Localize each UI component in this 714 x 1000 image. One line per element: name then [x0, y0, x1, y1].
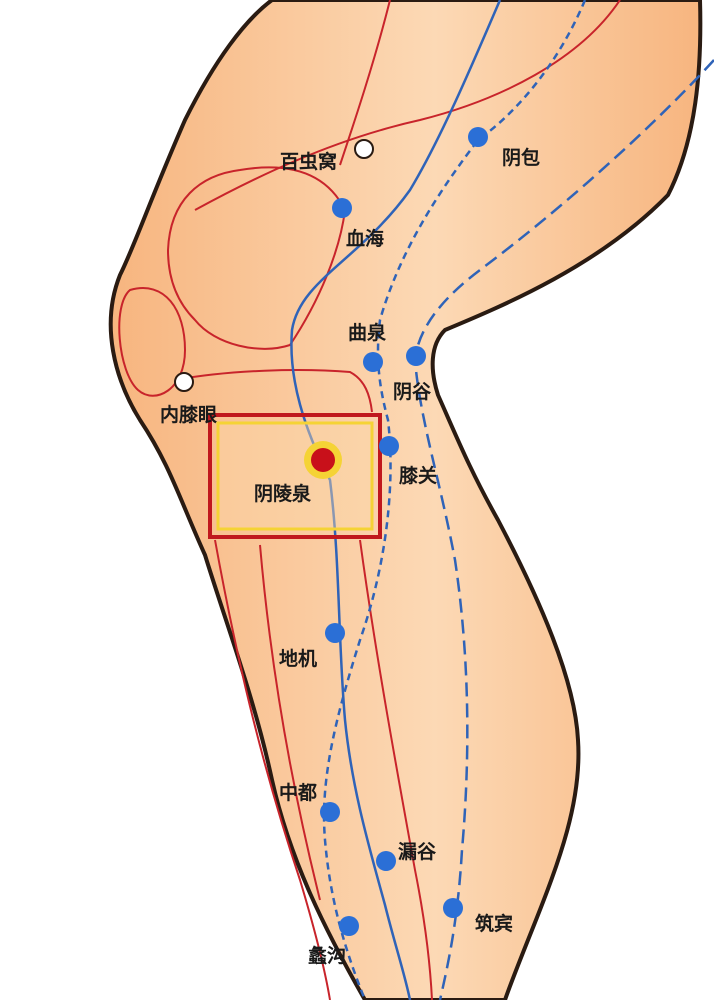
label-ligou: 蠡沟 — [308, 944, 346, 967]
point-ququan — [363, 352, 383, 372]
thigh-contour-line — [194, 0, 621, 211]
thigh-muscle-outline — [166, 166, 347, 350]
point-xuehai — [332, 198, 352, 218]
label-xiguan: 膝关 — [399, 464, 437, 487]
kidney-meridian-line — [322, 0, 587, 1000]
tibia-line-outer — [214, 539, 331, 1000]
label-zhongdu: 中都 — [279, 781, 317, 804]
kneecap-outline — [118, 287, 187, 397]
highlight-box-inner — [216, 421, 374, 531]
point-zhongdu — [320, 802, 340, 822]
femur-line — [339, 0, 391, 166]
label-yingu: 阴谷 — [393, 381, 432, 403]
point-lougu — [376, 851, 396, 871]
point-baichongwo — [354, 139, 374, 159]
point-neixiyan — [174, 372, 194, 392]
kneecap-cap-line — [174, 369, 373, 413]
label-diji: 地机 — [279, 647, 317, 670]
point-zhubin — [443, 898, 463, 918]
tibia-line-inner — [359, 539, 433, 1000]
label-yinbao: 阴包 — [502, 146, 540, 169]
label-yinlingquan: 阴陵泉 — [254, 482, 312, 505]
point-yinlingquan — [311, 448, 335, 472]
label-lougu: 漏谷 — [398, 841, 437, 863]
point-diji — [325, 623, 345, 643]
highlight-box-outer — [208, 413, 382, 539]
point-xiguan — [379, 436, 399, 456]
point-yinbao — [468, 127, 488, 147]
point-ligou — [339, 916, 359, 936]
label-zhubin: 筑宾 — [475, 912, 513, 935]
label-neixiyan: 内膝眼 — [160, 403, 217, 426]
leg-silhouette — [108, 0, 703, 1000]
label-xuehai: 血海 — [346, 227, 384, 250]
point-yingu — [406, 346, 426, 366]
label-baichongwo: 百虫窝 — [280, 150, 337, 173]
liver-meridian-line — [413, 59, 714, 1000]
label-ququan: 曲泉 — [348, 321, 387, 344]
tibia-line-mid — [259, 544, 321, 901]
